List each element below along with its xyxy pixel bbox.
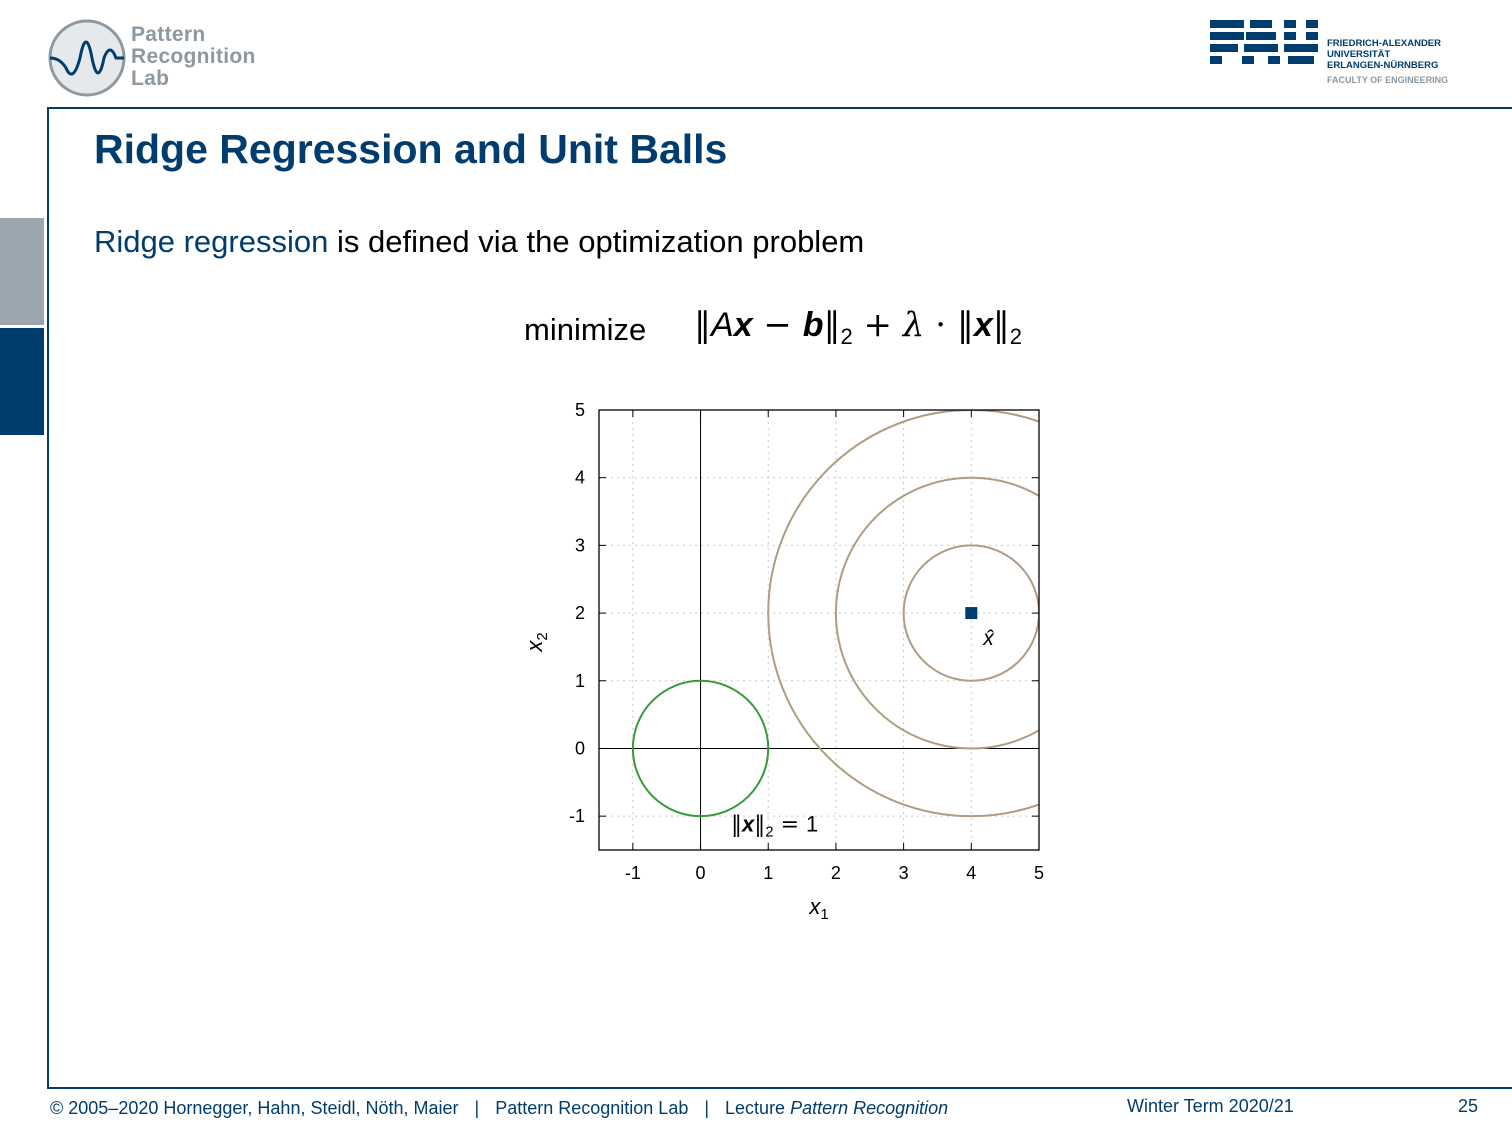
x-tick-label: 4	[966, 863, 976, 883]
footer-copyright: © 2005–2020 Hornegger, Hahn, Steidl, Nöt…	[50, 1098, 459, 1118]
frame-top-rule	[47, 107, 1512, 109]
y-tick-label: 0	[575, 738, 585, 758]
x-tick-label: 1	[763, 863, 773, 883]
lab-logo-line: Pattern	[131, 23, 206, 46]
chart-unit-ball	[631, 679, 770, 818]
x-tick-label: 3	[899, 863, 909, 883]
x-axis-label: x1	[808, 894, 828, 923]
contour-circle	[834, 476, 1039, 750]
chart-points: x̂	[965, 607, 995, 650]
footer-lab: Pattern Recognition Lab	[495, 1098, 689, 1118]
chart-grid	[599, 409, 1040, 850]
contour-circle	[767, 410, 1039, 818]
footer-separator: |	[474, 1098, 480, 1118]
lab-logo-text: Pattern Recognition Lab	[131, 24, 256, 90]
y-tick-label: -1	[569, 806, 585, 826]
fau-logo	[1210, 20, 1318, 64]
minimum-point-marker	[965, 607, 978, 620]
slide-title: Ridge Regression and Unit Balls	[94, 126, 728, 172]
lab-logo-line: Lab	[131, 67, 170, 90]
x-tick-label: -1	[625, 863, 641, 883]
university-line: FRIEDRICH-ALEXANDER	[1327, 38, 1441, 49]
y-tick-label: 3	[575, 535, 585, 555]
university-line: UNIVERSITÄT	[1327, 49, 1391, 60]
frame-bottom-rule	[47, 1087, 1512, 1089]
unit-ball-circle	[631, 679, 770, 818]
chart-labels: -1 0 1 2 3 4 5 -1 0 1 2 3 4 5 x1 x2 ‖x‖2 = 1	[522, 400, 1044, 923]
footer-separator: |	[704, 1098, 710, 1118]
lab-logo-line: Recognition	[131, 45, 256, 68]
intro-rest: is defined via the optimization problem	[328, 224, 865, 259]
pattern-recognition-lab-logo	[48, 19, 126, 97]
x-tick-label: 5	[1034, 863, 1044, 883]
university-line: ERLANGEN-NÜRNBERG	[1327, 60, 1439, 71]
footer-term: Winter Term 2020/21	[1127, 1096, 1294, 1116]
y-tick-label: 2	[575, 603, 585, 623]
y-tick-label: 5	[575, 400, 585, 420]
formula-minimize-word: minimize	[524, 312, 647, 347]
minimum-point-label: x̂	[982, 627, 995, 650]
frame-left-rule	[47, 107, 49, 1089]
footer-page-number: 25	[1458, 1096, 1479, 1116]
chart-frame	[598, 409, 1040, 851]
footer-lecture-prefix: Lecture	[725, 1098, 791, 1118]
intro-text: Ridge regression is defined via the opti…	[94, 224, 864, 260]
intro-highlight: Ridge regression	[94, 224, 329, 259]
footer-lecture-name: Pattern Recognition	[790, 1098, 949, 1118]
y-tick-label: 1	[575, 671, 585, 691]
y-tick-label: 4	[575, 468, 585, 488]
chart-ticks	[599, 409, 1040, 850]
section-marker-grey	[0, 218, 44, 325]
y-axis-label: x2	[522, 632, 551, 652]
formula-expression: ‖Ax − b‖2 + λ · ‖x‖2	[694, 305, 1023, 349]
faculty-name: FACULTY OF ENGINEERING	[1327, 75, 1449, 85]
section-marker-active	[0, 328, 44, 435]
chart-zero-axes	[599, 410, 1039, 850]
unit-ball-label: ‖x‖2 = 1	[731, 812, 818, 841]
footer-credits: © 2005–2020 Hornegger, Hahn, Steidl, Nöt…	[50, 1098, 948, 1119]
unit-ball-chart: x̂ -1 0 1 2 3 4 5 -1 0 1 2 3 4 5 x1 x2 ‖x‖2 = 1	[522, 400, 1044, 923]
university-name: FRIEDRICH-ALEXANDER UNIVERSITÄT ERLANGEN…	[1327, 38, 1441, 71]
x-tick-label: 0	[696, 863, 706, 883]
x-tick-label: 2	[831, 863, 841, 883]
